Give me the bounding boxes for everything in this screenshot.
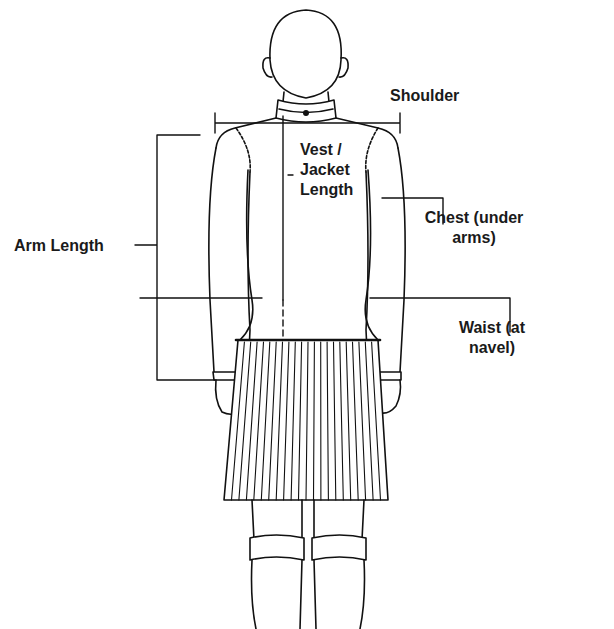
kilt-pleat bbox=[284, 342, 289, 500]
kilt-pleat bbox=[261, 342, 270, 500]
kilt-pleat bbox=[276, 342, 282, 500]
shoulder-label: Shoulder bbox=[390, 86, 500, 106]
kilt-pleat bbox=[340, 342, 344, 500]
kilt-pleat bbox=[232, 342, 245, 500]
waist-label: Waist (at navel) bbox=[440, 318, 544, 358]
kilt-pleat bbox=[372, 342, 381, 500]
kilt-pleat bbox=[320, 342, 321, 500]
kilt-pleat bbox=[299, 342, 302, 500]
kilt-pleat bbox=[365, 342, 373, 500]
length-label: Vest / Jacket Length bbox=[300, 140, 372, 200]
chest-label: Chest (under arms) bbox=[408, 208, 540, 248]
kilt-pleat bbox=[239, 342, 251, 500]
kilt-pleat bbox=[269, 342, 277, 500]
kilt-pleat bbox=[306, 342, 308, 500]
kilt-pleat bbox=[291, 342, 295, 500]
kilt-pleat bbox=[334, 342, 336, 500]
kilt-pleat bbox=[346, 342, 351, 500]
kilt-pleat bbox=[327, 342, 328, 500]
kilt-pleat bbox=[359, 342, 366, 500]
kilt-pleat bbox=[313, 342, 315, 500]
kilt-pleat bbox=[353, 342, 359, 500]
arm-length-label: Arm Length bbox=[14, 236, 132, 256]
